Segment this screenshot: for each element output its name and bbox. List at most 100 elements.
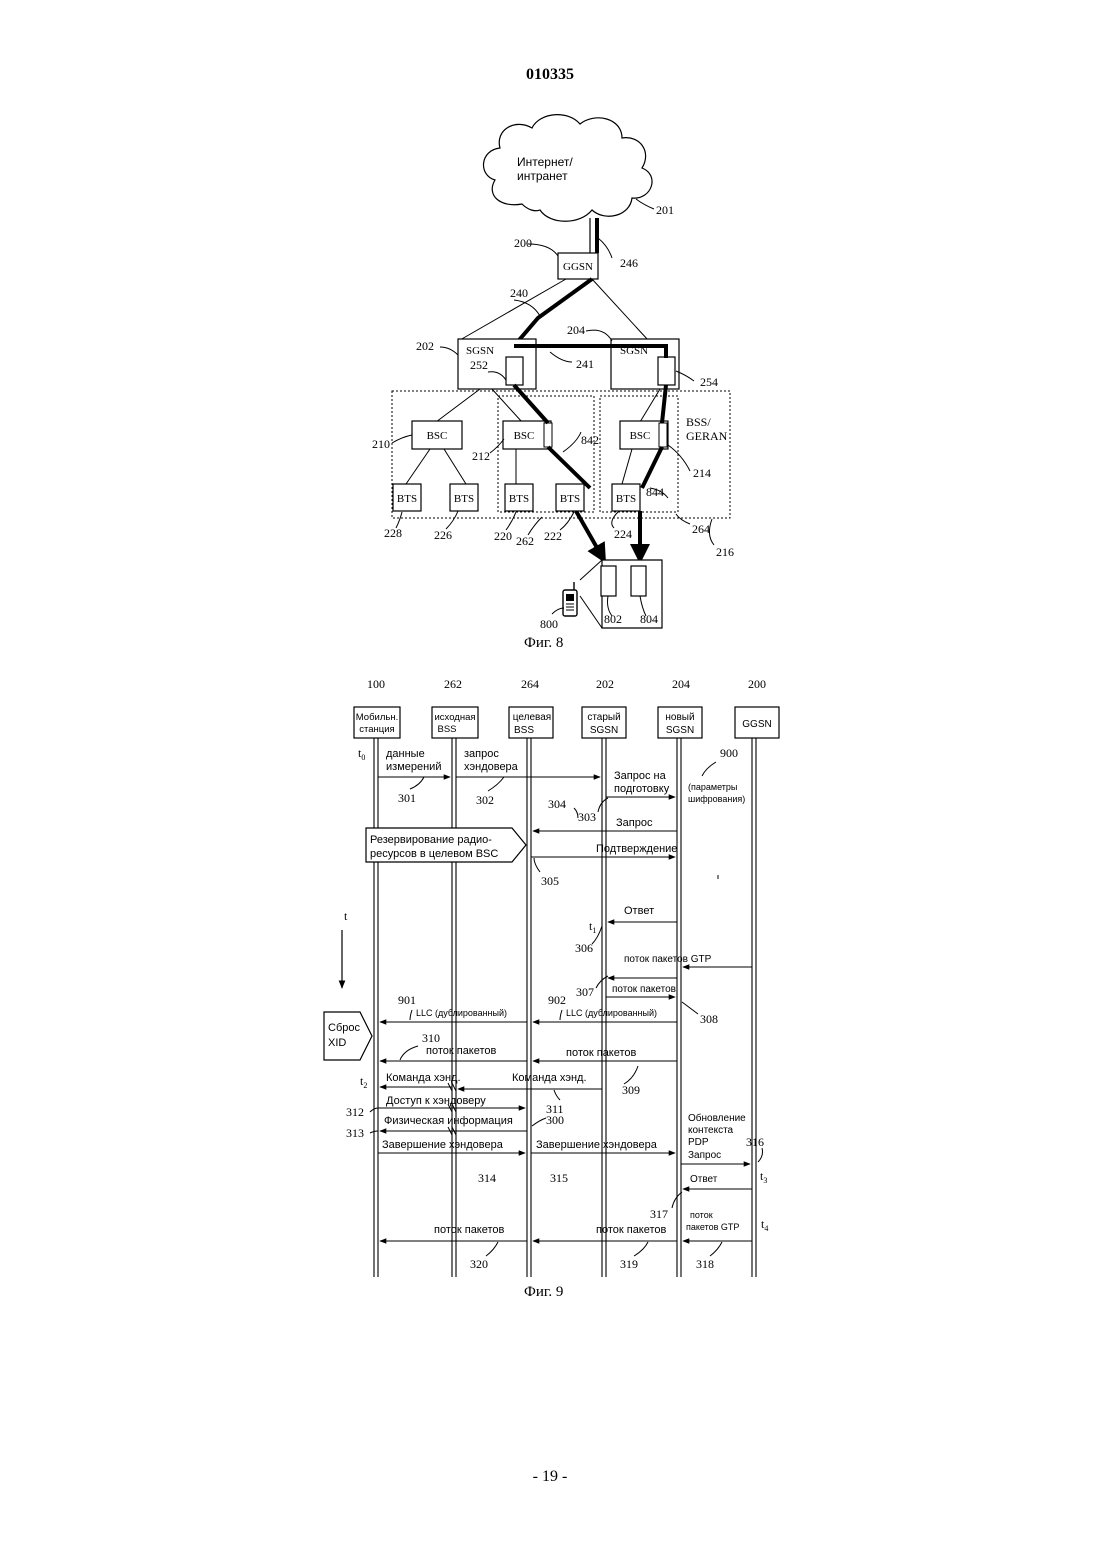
bts-228-label: BTS <box>397 493 417 505</box>
ref-309: 309 <box>622 1083 640 1097</box>
figure-9: 100 262 264 202 204 200 Мобильн. станция… <box>324 677 779 1300</box>
ref-306: 306 <box>575 941 593 955</box>
ref-264: 264 <box>692 522 710 536</box>
ref-318: 318 <box>696 1257 714 1271</box>
entity-source-bss-line2: BSS <box>437 724 456 735</box>
ref-310: 310 <box>422 1031 440 1045</box>
bts-224-label: BTS <box>616 493 636 505</box>
msg-303-line1: Запрос на <box>614 770 667 782</box>
msg-308: поток пакетов <box>612 984 676 995</box>
ref-200: 200 <box>514 236 532 250</box>
sgsn-right-module <box>658 357 675 385</box>
ref-262: 262 <box>516 534 534 548</box>
entity-old-sgsn-line2: SGSN <box>590 725 618 736</box>
figure-8-caption: Фиг. 8 <box>524 635 563 651</box>
entity-source-bss-line1: исходная <box>435 712 476 723</box>
msg-ho-complete-1: Завершение хэндовера <box>382 1139 504 1151</box>
page-number: - 19 - <box>0 1468 1100 1486</box>
bss-label-line2: GERAN <box>686 429 728 443</box>
ref-246: 246 <box>620 256 638 270</box>
msg-305: Подтверждение <box>596 843 677 855</box>
entity-old-sgsn-line1: старый <box>587 712 620 723</box>
ref-300: 300 <box>546 1113 564 1127</box>
ref-302: 302 <box>476 793 494 807</box>
reservation-line1: Резервирование радио- <box>370 834 492 846</box>
ref-308: 308 <box>700 1012 718 1026</box>
msg-pdp-line4: Запрос <box>688 1150 721 1161</box>
ref-304: 304 <box>548 797 566 811</box>
bss-label-line1: BSS/ <box>686 415 711 429</box>
msg-phys-info: Физическая информация <box>384 1115 513 1127</box>
ref-305: 305 <box>541 874 559 888</box>
ref-214: 214 <box>693 466 711 480</box>
unit-804-box <box>631 566 646 596</box>
msg-pdp-line3: PDP <box>688 1137 709 1148</box>
ref-800: 800 <box>540 617 558 631</box>
bsc-214-label: BSC <box>630 430 651 442</box>
time-t2: t2 <box>360 1074 367 1090</box>
time-t0: t0 <box>358 746 365 762</box>
xid-line2: XID <box>328 1037 346 1049</box>
msg-302-line2: хэндовера <box>464 761 519 773</box>
entity-new-sgsn-line2: SGSN <box>666 725 694 736</box>
xid-line1: Сброс <box>328 1022 360 1034</box>
msg-llc-901: LLC (дублированный) <box>416 1008 507 1018</box>
ref-844: 844 <box>646 485 664 499</box>
ref-307: 307 <box>576 985 594 999</box>
msg-ho-cmd-bss: Команда хэнд. <box>512 1072 587 1084</box>
msg-319: поток пакетов <box>596 1224 667 1236</box>
ref-902: 902 <box>548 993 566 1007</box>
msg-gtp-flow: поток пакетов GTP <box>624 954 712 965</box>
ref-316: 316 <box>746 1135 764 1149</box>
msg-ho-access: Доступ к хэндоверу <box>386 1095 486 1107</box>
ref-222: 222 <box>544 529 562 543</box>
time-t3: t3 <box>760 1169 767 1185</box>
ref-201: 201 <box>656 203 674 217</box>
ref-317: 317 <box>650 1207 668 1221</box>
ref-202: 202 <box>416 339 434 353</box>
msg-310: поток пакетов <box>426 1045 497 1057</box>
msg-gtp2-line1: поток <box>690 1210 713 1220</box>
entity-ref-202: 202 <box>596 677 614 691</box>
figure-8: Интернет/ интранет 201 246 GGSN 200 240 … <box>372 115 734 651</box>
ref-226: 226 <box>434 528 452 542</box>
ref-240: 240 <box>510 286 528 300</box>
ref-303: 303 <box>578 810 596 824</box>
ref-210: 210 <box>372 437 390 451</box>
ref-320: 320 <box>470 1257 488 1271</box>
entity-ref-200: 200 <box>748 677 766 691</box>
bsc-212-label: BSC <box>514 430 535 442</box>
ref-802: 802 <box>604 612 622 626</box>
ref-216: 216 <box>716 545 734 559</box>
msg-320: поток пакетов <box>434 1224 505 1236</box>
msg-302-line1: запрос <box>464 748 499 760</box>
ref-312: 312 <box>346 1105 364 1119</box>
msg-304: Запрос <box>616 817 653 829</box>
time-t4: t4 <box>761 1217 768 1233</box>
ref-252: 252 <box>470 358 488 372</box>
entity-ref-204: 204 <box>672 677 690 691</box>
cloud-label-line2: интранет <box>517 169 568 183</box>
cloud-label-line1: Интернет/ <box>517 155 573 169</box>
ggsn-label: GGSN <box>563 261 593 273</box>
msg-gtp2-line2: пакетов GTP <box>686 1222 739 1232</box>
ref-301: 301 <box>398 791 416 805</box>
entity-ms-line1: Мобильн. <box>356 712 398 723</box>
msg-ho-complete-2: Завершение хэндовера <box>536 1139 658 1151</box>
ref-315: 315 <box>550 1171 568 1185</box>
xid-reset-box <box>324 1012 372 1060</box>
sgsn-left-label: SGSN <box>466 345 494 357</box>
entity-new-sgsn-line1: новый <box>665 712 694 723</box>
ref-220: 220 <box>494 529 512 543</box>
ref-241: 241 <box>576 357 594 371</box>
ref-804: 804 <box>640 612 658 626</box>
bts-226-label: BTS <box>454 493 474 505</box>
ref-224: 224 <box>614 527 632 541</box>
msg-900-line2: шифрования) <box>688 794 745 804</box>
bts-220-label: BTS <box>509 493 529 505</box>
entity-ggsn-line1: GGSN <box>742 719 771 730</box>
msg-301-line2: измерений <box>386 761 441 773</box>
time-t: t <box>344 909 348 923</box>
